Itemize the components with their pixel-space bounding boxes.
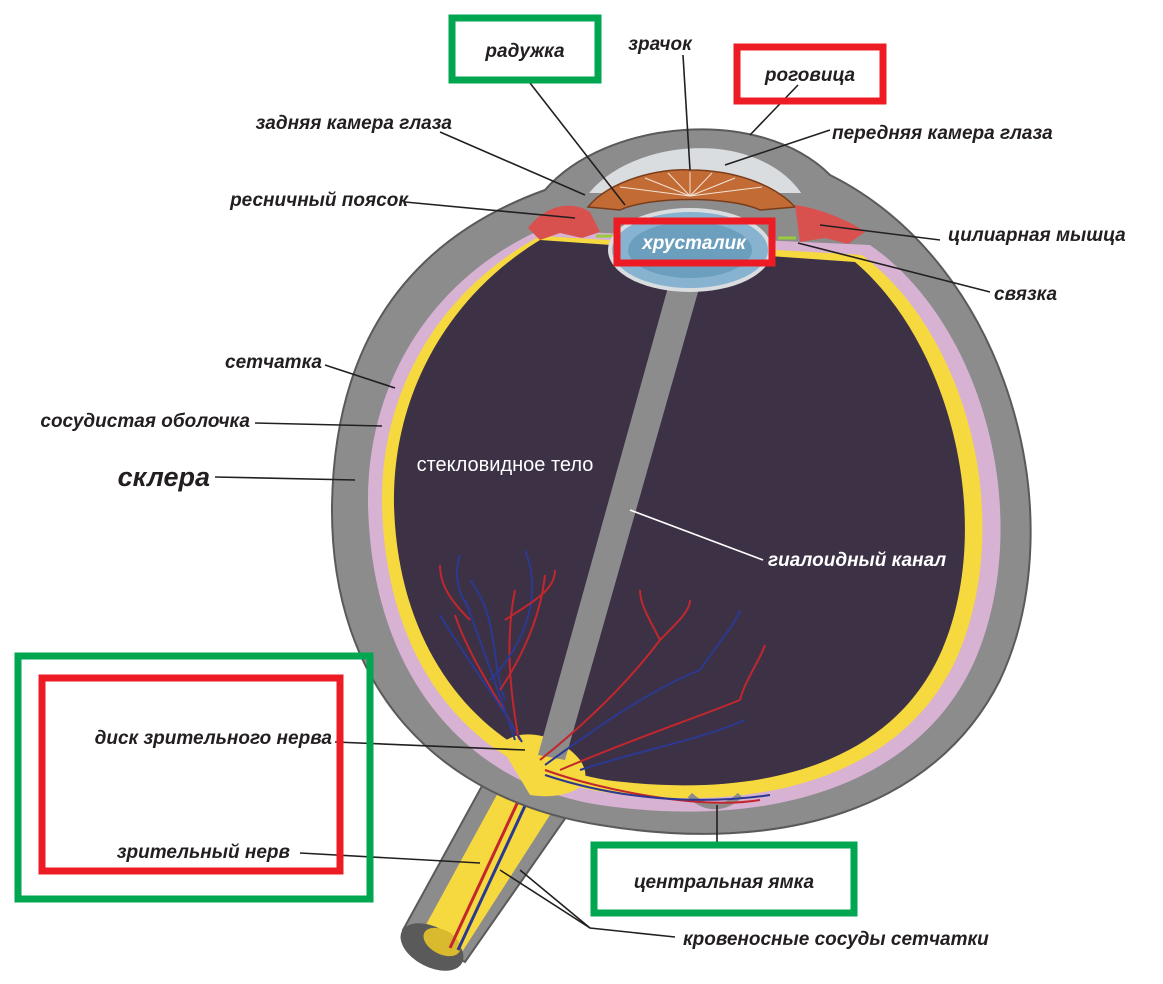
label-ciliary-muscle: цилиарная мышца [948,225,1126,246]
label-zonule: ресничный поясок [229,190,409,211]
label-optic-disc: диск зрительного нерва [95,728,333,749]
label-choroid: сосудистая оболочка [40,411,250,432]
label-lens: хрусталик [641,233,747,254]
label-iris: радужка [484,41,565,62]
label-pupil: зрачок [628,34,693,55]
label-sclera: склера [118,462,210,492]
label-cornea: роговица [764,65,856,86]
label-ligament: связка [994,284,1058,305]
label-retinal-vessels: кровеносные сосуды сетчатки [683,929,989,950]
label-hyaloid-canal: гиалоидный канал [768,550,946,571]
label-fovea: центральная ямка [634,872,815,893]
label-anterior-chamber: передняя камера глаза [832,123,1053,144]
label-vitreous: стекловидное тело [417,454,594,476]
label-retina: сетчатка [225,352,322,373]
label-posterior-chamber: задняя камера глаза [256,113,453,134]
label-optic-nerve: зрительный нерв [117,842,290,863]
